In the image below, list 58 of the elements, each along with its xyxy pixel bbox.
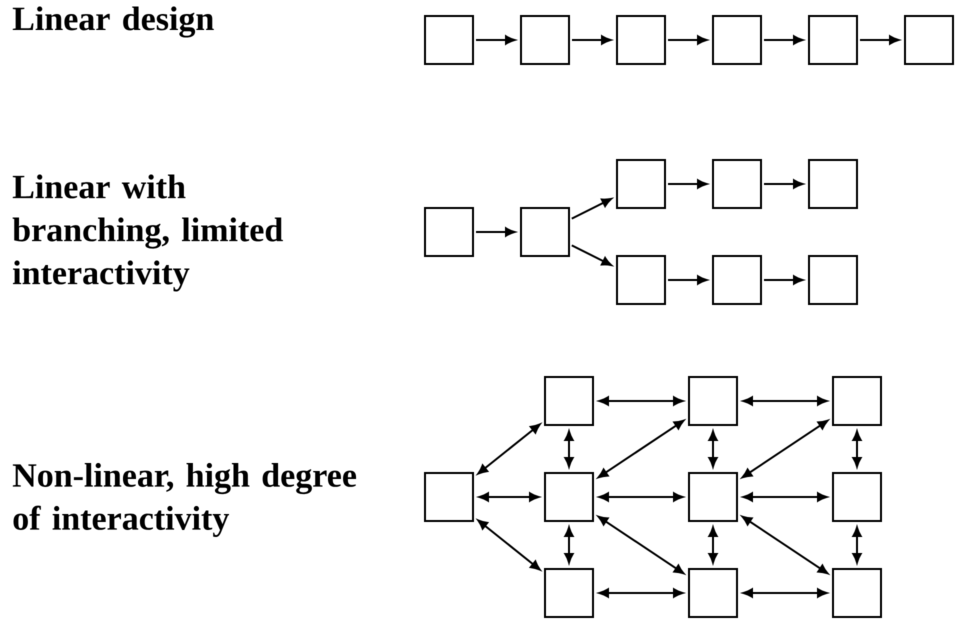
box	[544, 472, 594, 522]
arrow	[742, 396, 828, 406]
box	[520, 15, 570, 65]
section-label: Linear design	[12, 6, 214, 38]
arrow	[764, 35, 804, 45]
box	[808, 159, 858, 209]
box	[544, 376, 594, 426]
arrow	[764, 179, 804, 189]
arrow	[708, 526, 718, 564]
box	[520, 207, 570, 257]
arrow	[571, 244, 612, 266]
box	[688, 568, 738, 618]
arrow	[742, 516, 828, 574]
arrow	[668, 35, 708, 45]
box	[616, 255, 666, 305]
arrow	[476, 227, 516, 237]
arrow	[564, 526, 574, 564]
box	[832, 568, 882, 618]
arrow	[852, 430, 862, 468]
arrow	[708, 430, 718, 468]
section-label: Non-linear, high degree of interactivity	[12, 463, 356, 537]
arrow	[764, 275, 804, 285]
arrow	[478, 492, 540, 502]
box	[544, 568, 594, 618]
box	[616, 15, 666, 65]
arrow	[668, 275, 708, 285]
box	[904, 15, 954, 65]
section-label: Linear with branching, limited interactivity	[12, 174, 283, 292]
box	[424, 15, 474, 65]
box	[712, 255, 762, 305]
arrow	[598, 420, 684, 478]
arrow	[598, 588, 684, 598]
box	[424, 472, 474, 522]
box	[712, 159, 762, 209]
box	[688, 472, 738, 522]
arrow	[742, 588, 828, 598]
box	[832, 376, 882, 426]
box	[688, 376, 738, 426]
arrow	[476, 35, 516, 45]
box	[832, 472, 882, 522]
arrow	[477, 424, 541, 474]
box	[424, 207, 474, 257]
arrow	[598, 492, 684, 502]
arrow	[860, 35, 900, 45]
arrow	[742, 492, 828, 502]
arrow	[572, 35, 612, 45]
box	[808, 255, 858, 305]
box	[616, 159, 666, 209]
box	[808, 15, 858, 65]
arrow	[477, 520, 541, 570]
arrow	[598, 516, 684, 574]
arrow	[598, 396, 684, 406]
arrow	[852, 526, 862, 564]
arrow	[571, 198, 612, 220]
box	[712, 15, 762, 65]
arrow	[742, 420, 828, 478]
arrow	[564, 430, 574, 468]
arrow	[668, 179, 708, 189]
